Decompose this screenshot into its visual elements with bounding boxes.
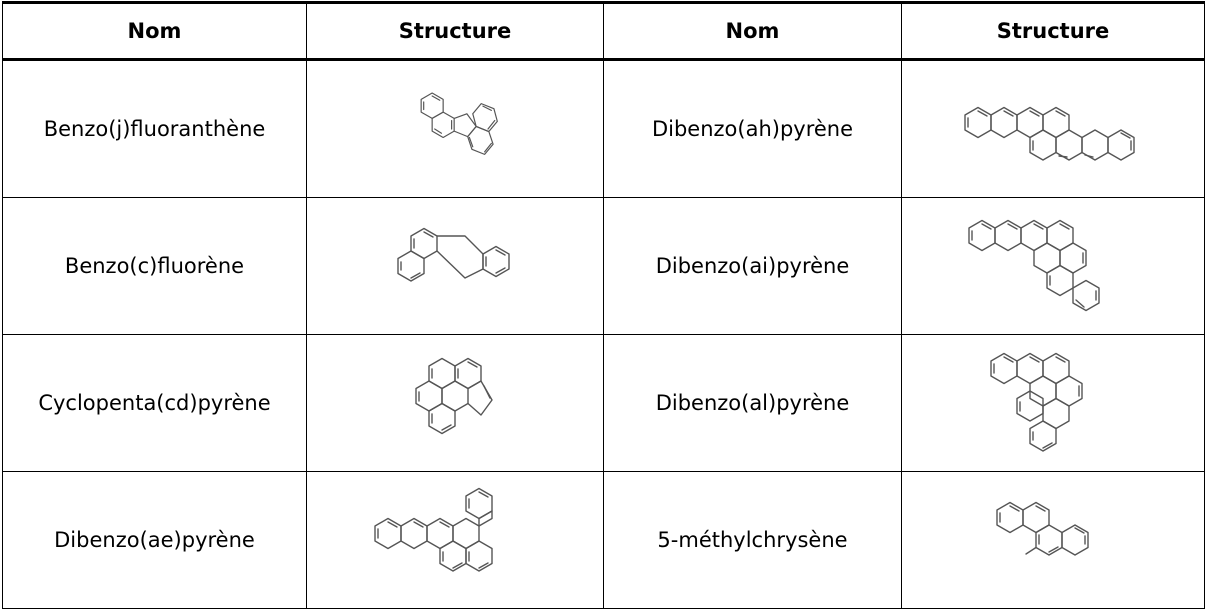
structure-cell — [901, 197, 1205, 335]
header-structure-left: Structure — [306, 2, 604, 61]
header-row: Nom Structure Nom Structure — [2, 2, 1205, 61]
structure-cell — [306, 197, 604, 335]
dibenzo-ae-pyrene-structure-icon — [374, 487, 493, 572]
structure-cell — [901, 471, 1205, 609]
table-row: Dibenzo(ae)pyrène 5 — [2, 471, 1205, 609]
compound-name: Dibenzo(ae)pyrène — [2, 471, 307, 609]
header-name-left: Nom — [2, 2, 307, 61]
compound-name: Dibenzo(al)pyrène — [603, 334, 902, 472]
structure-cell — [306, 471, 604, 609]
dibenzo-ah-pyrene-structure-icon — [964, 106, 1135, 161]
structure-cell — [901, 334, 1205, 472]
compound-name: 5-méthylchrysène — [603, 471, 902, 609]
benzo-c-fluorene-structure-icon — [397, 227, 510, 282]
structure-cell — [306, 59, 604, 198]
header-structure-right: Structure — [901, 2, 1205, 61]
5-methylchrysene-structure-icon — [996, 501, 1089, 556]
header-name-right: Nom — [603, 2, 902, 61]
compound-name: Benzo(c)fluorène — [2, 197, 307, 335]
dibenzo-al-pyrene-structure-icon — [990, 352, 1083, 452]
table-row: Benzo(c)fluorène Dibenzo(ai)pyrène — [2, 197, 1205, 335]
compound-name: Cyclopenta(cd)pyrène — [2, 334, 307, 472]
cyclopenta-cd-pyrene-structure-icon — [415, 357, 493, 435]
benzo-j-fluoranthene-structure-icon — [420, 92, 498, 155]
table-row: Cyclopenta(cd)pyrène Dibenzo(al)pyrène — [2, 334, 1205, 472]
compound-name: Dibenzo(ah)pyrène — [603, 59, 902, 198]
compound-name: Dibenzo(ai)pyrène — [603, 197, 902, 335]
compound-name: Benzo(j)fluoranthène — [2, 59, 307, 198]
dibenzo-ai-pyrene-structure-icon — [968, 219, 1100, 312]
structure-cell — [901, 59, 1205, 198]
structure-cell — [306, 334, 604, 472]
table-row: Benzo(j)fluoranthène — [2, 59, 1205, 198]
